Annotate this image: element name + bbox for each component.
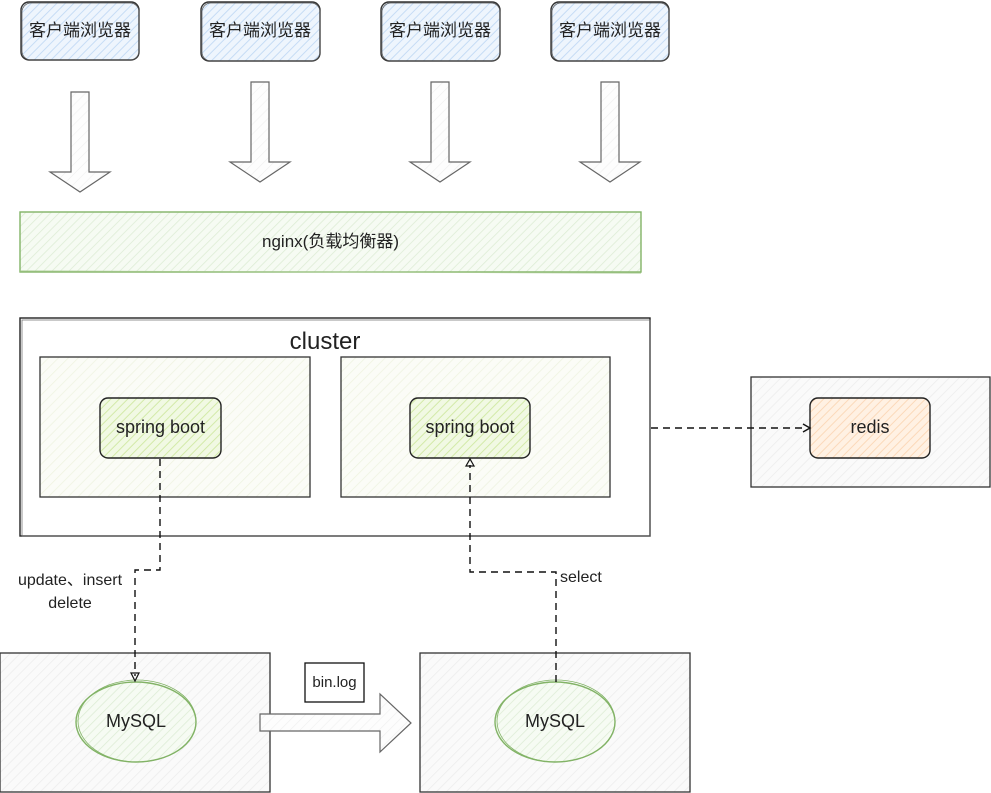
cluster-to-redis-edge — [651, 423, 812, 433]
nginx-load-balancer[interactable] — [19, 211, 642, 274]
browser-node-4[interactable] — [550, 1, 670, 62]
down-arrow-3 — [408, 81, 472, 183]
binlog-label-box — [304, 662, 365, 703]
browser-node-3[interactable] — [380, 1, 501, 62]
read-edge — [464, 457, 557, 682]
redis-node[interactable] — [809, 397, 931, 459]
redis-container[interactable] — [750, 376, 991, 488]
write-edge — [130, 459, 161, 683]
replication-arrow — [259, 692, 412, 754]
mysql-master-node[interactable] — [75, 679, 197, 763]
spring-boot-node-1[interactable] — [99, 397, 222, 459]
browser-node-1[interactable] — [20, 1, 140, 61]
down-arrow-1 — [48, 91, 112, 193]
down-arrow-4 — [578, 81, 642, 183]
spring-boot-node-2[interactable] — [409, 397, 531, 459]
down-arrow-2 — [228, 81, 292, 183]
browser-node-2[interactable] — [200, 1, 321, 62]
